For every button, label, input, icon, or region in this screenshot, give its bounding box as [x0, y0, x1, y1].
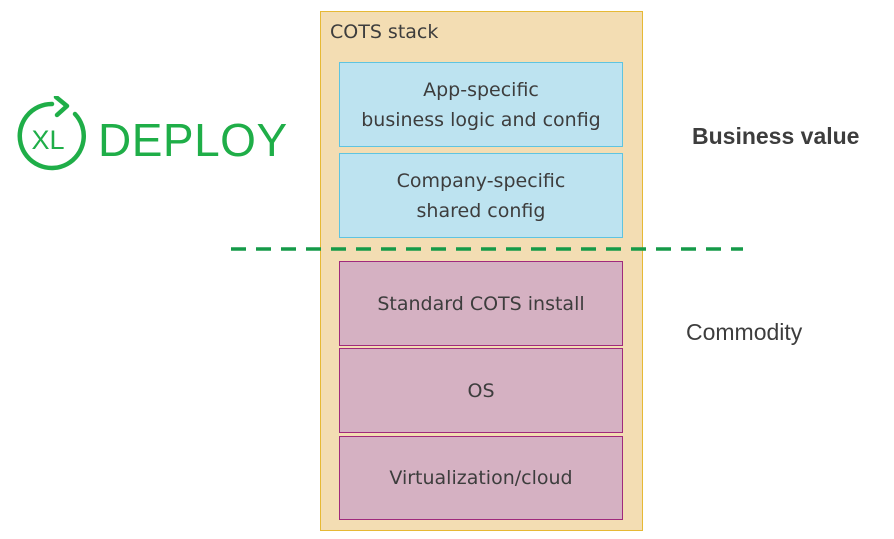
- layer-label-line: App-specific: [423, 78, 539, 101]
- cots-stack-title: COTS stack: [330, 21, 439, 43]
- layer-label-line: business logic and config: [361, 108, 601, 131]
- layer-virtualization-cloud: Virtualization/cloud: [339, 436, 623, 520]
- value-divider-line: [231, 247, 743, 251]
- layer-label: OS: [467, 379, 495, 402]
- commodity-label: Commodity: [686, 319, 803, 345]
- layer-label: App-specific business logic and config: [361, 75, 601, 135]
- layer-company-specific: Company-specific shared config: [339, 153, 623, 238]
- layer-app-specific: App-specific business logic and config: [339, 62, 623, 147]
- layer-label: Standard COTS install: [377, 292, 585, 315]
- logo-wordmark: DEPLOY: [98, 114, 288, 166]
- layer-os: OS: [339, 348, 623, 433]
- logo-mark-text: XL: [31, 125, 64, 155]
- layer-standard-cots-install: Standard COTS install: [339, 261, 623, 346]
- refresh-arrow-icon: [17, 96, 86, 171]
- layer-label: Company-specific shared config: [397, 166, 566, 226]
- layer-label: Virtualization/cloud: [389, 467, 573, 489]
- layer-label-line: shared config: [416, 199, 546, 222]
- business-value-label: Business value: [692, 123, 860, 149]
- layer-label-line: Company-specific: [396, 169, 566, 192]
- xl-deploy-logo: XL: [17, 96, 86, 171]
